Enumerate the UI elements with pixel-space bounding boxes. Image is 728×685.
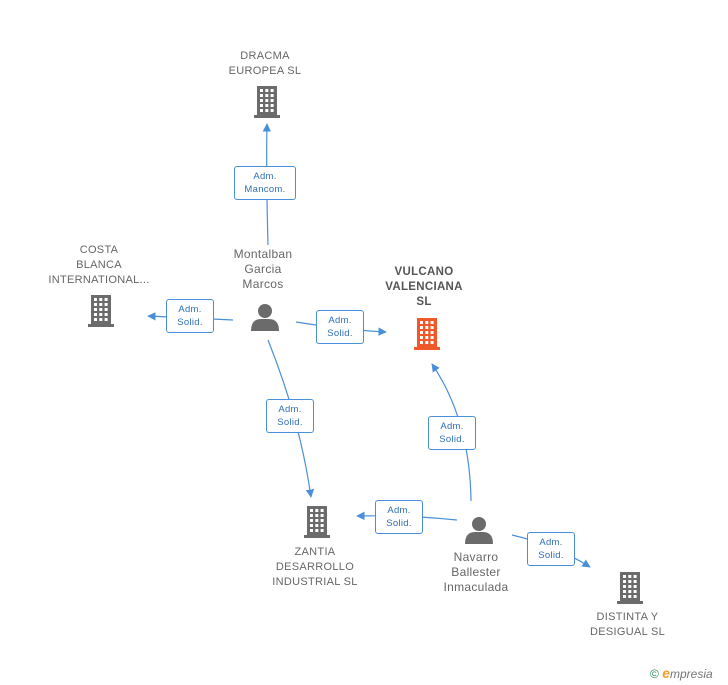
edge-label-line: Adm. [440,421,464,432]
node-label-navarro[interactable]: Navarro Ballester Inmaculada [426,550,526,595]
label-line: DESARROLLO [275,561,355,573]
building-icon-vulcano[interactable] [414,318,440,350]
label-line: Ballester [451,565,501,579]
brand-logo-letter: e [662,665,670,681]
label-line: DRACMA [240,50,290,62]
building-icon-zantia[interactable] [304,506,330,538]
edge-label-navarro-distinta[interactable]: Adm. Solid. [527,532,575,566]
person-icon-navarro[interactable] [465,517,493,544]
edge-label-line: Adm. [253,171,277,182]
node-label-distinta[interactable]: DISTINTA Y DESIGUAL SL [575,610,680,640]
person-icon-montalban[interactable] [251,304,279,331]
label-line: BLANCA [76,259,122,271]
edge-label-line: Adm. [539,537,563,548]
edge-label-montalban-vulcano[interactable]: Adm. Solid. [316,310,364,344]
edge-label-montalban-costa[interactable]: Adm. Solid. [166,299,214,333]
edge-label-montalban-zantia[interactable]: Adm. Solid. [266,399,314,433]
footer-brand: © empresia [650,665,713,681]
label-line: SL [416,296,432,308]
edge-label-line: Solid. [538,550,564,561]
node-label-dracma[interactable]: DRACMA EUROPEA SL [215,49,315,79]
label-line: Garcia [244,262,282,276]
label-line: INDUSTRIAL SL [272,576,358,588]
node-label-zantia[interactable]: ZANTIA DESARROLLO INDUSTRIAL SL [260,545,370,590]
edge-label-line: Mancom. [244,184,286,195]
label-line: COSTA [79,244,119,256]
edge-label-line: Solid. [177,317,203,328]
edge-label-montalban-dracma[interactable]: Adm. Mancom. [234,166,296,200]
label-line: Montalban [233,247,293,261]
building-icon-dracma[interactable] [254,86,280,118]
copyright-icon: © [650,667,659,681]
edge-label-line: Solid. [277,417,303,428]
node-label-costa[interactable]: COSTA BLANCA INTERNATIONAL... [44,243,154,288]
node-label-vulcano[interactable]: VULCANO VALENCIANA SL [374,265,474,310]
edge-label-line: Solid. [327,328,353,339]
edge-label-line: Adm. [387,505,411,516]
building-icon-distinta[interactable] [617,572,643,604]
edge-label-line: Solid. [386,518,412,529]
node-label-montalban[interactable]: Montalban Garcia Marcos [213,247,313,292]
label-line: DISTINTA Y [596,611,659,623]
label-line: EUROPEA SL [228,65,302,77]
label-line: ZANTIA [294,546,336,558]
edge-label-line: Adm. [328,315,352,326]
edge-label-line: Adm. [278,404,302,415]
label-line: VALENCIANA [385,281,463,293]
edge-label-line: Adm. [178,304,202,315]
label-line: Inmaculada [443,580,509,594]
edge-label-navarro-zantia[interactable]: Adm. Solid. [375,500,423,534]
icons-layer [88,86,643,604]
label-line: Navarro [453,550,499,564]
label-line: VULCANO [394,266,454,278]
edge-label-navarro-vulcano[interactable]: Adm. Solid. [428,416,476,450]
edges-layer [147,123,591,568]
edge-label-line: Solid. [439,434,465,445]
label-line: Marcos [242,277,284,291]
label-line: DESIGUAL SL [589,626,666,638]
label-line: INTERNATIONAL... [48,274,150,286]
building-icon-costa[interactable] [88,295,114,327]
brand-name: mpresia [669,667,713,681]
